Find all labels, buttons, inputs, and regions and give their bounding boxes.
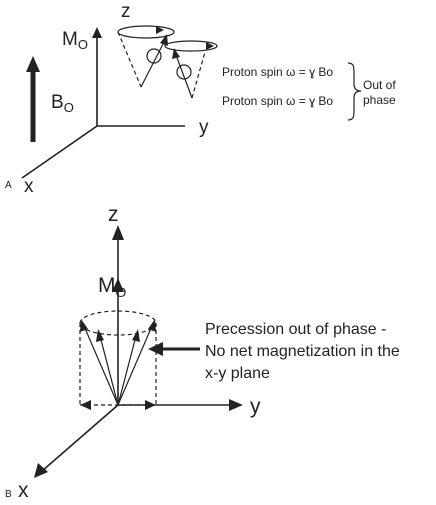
spin-vector-head-right [148,319,156,332]
y-axis-label: y [250,395,261,418]
z-axis-arrowhead [112,225,124,240]
y-axis-label: y [199,117,209,138]
spin-vector-mid-right [117,335,137,406]
magnetization-subscript: O [116,284,127,300]
z-axis-label: z [108,203,119,226]
dephased-spin-vectors [80,319,156,406]
out-of-phase-note-line-1: Out of [363,78,396,92]
spin-vector-head-mid-left [96,329,104,342]
proton-2 [176,64,192,80]
x-axis-arrowhead [34,463,48,478]
field-label: BO [51,92,74,115]
spin-vector-left [83,325,119,406]
spin-vector-head-1 [160,34,168,46]
spin-vector-2 [175,54,193,99]
x-axis-line [21,125,98,179]
caption-line-2: No net magnetization in the [205,343,400,360]
z-axis-label: z [121,1,131,22]
panel-b: z MO y x [5,203,400,502]
spin-vector-head-left [80,319,88,332]
magnetization-subscript: O [78,37,88,52]
orbit-direction-arrow-1 [156,26,164,34]
panel-a: z y x MO BO Proton spin ω = ɣ Bo [5,1,396,197]
proton-1 [146,48,162,64]
caption-line-1: Precession out of phase - [205,321,386,338]
field-symbol: B [51,92,64,113]
orbit-direction-arrow-2 [206,42,214,50]
magnetization-label: MO [98,274,127,300]
x-axis-label: x [24,176,34,197]
spin-vector-mid-left [99,335,119,406]
y-axis-arrowhead [229,399,243,411]
magnetization-symbol: M [62,29,78,50]
grouping-brace [347,62,362,121]
panel-b-label: B [5,489,12,500]
net-magnetization-arrowhead [112,278,124,292]
precession-cone-edge-1 [117,31,142,88]
field-subscript: O [64,100,74,115]
precession-cone-edge-2 [191,51,206,99]
x-axis-label: x [18,479,29,500]
precessing-spin-2 [164,40,218,99]
x-axis-line [41,404,119,472]
spin-vector-right [117,325,153,406]
precession-orbit-2 [164,40,218,52]
out-of-phase-note-line-2: phase [363,93,396,107]
spin-vector-head-2 [172,48,180,59]
base-arrow-left [80,400,91,410]
z-axis-arrowhead [92,27,102,38]
magnetization-symbol: M [98,274,116,297]
magnetization-label: MO [62,29,88,52]
base-arrow-right [145,400,156,410]
spin-vector-head-mid-right [132,329,140,342]
field-arrow-head [26,56,40,72]
caption-line-3: x-y plane [205,365,270,382]
pointer-arrow-head [148,342,163,356]
panel-a-label: A [5,180,12,191]
precessing-spin-1 [117,25,175,88]
proton-spin-label-1: Proton spin ω = ɣ Bo [222,65,333,79]
proton-spin-label-2: Proton spin ω = ɣ Bo [222,94,333,108]
